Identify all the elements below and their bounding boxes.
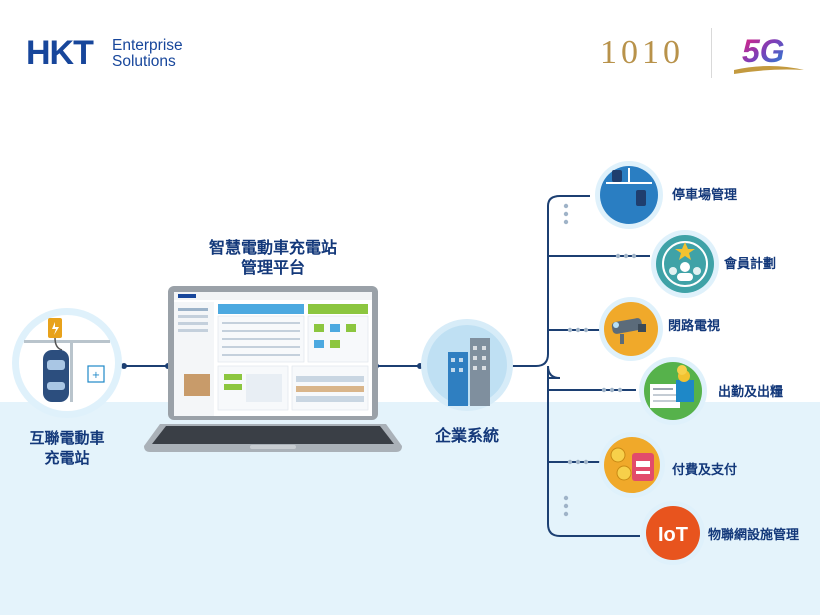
service-parking <box>594 160 664 230</box>
5g-logo-text: 5G <box>742 33 785 69</box>
enterprise-label: 企業系統 <box>434 426 499 445</box>
building-icon <box>448 352 468 406</box>
iot-icon: IoT <box>641 501 705 565</box>
enterprise-illustration <box>421 319 513 411</box>
service-label-payment: 付費及支付 <box>672 463 738 478</box>
platform-title-line1: 智慧電動車充電站 <box>208 238 337 257</box>
charging-station-illustration: + <box>12 308 122 418</box>
service-payroll <box>638 356 708 426</box>
service-iot: IoT <box>640 500 710 570</box>
membership-star-icon <box>651 230 719 298</box>
payment-coins-icon <box>599 432 665 498</box>
service-label-parking: 停車場管理 <box>672 188 738 203</box>
5g-logo: 5G <box>734 33 804 74</box>
svg-text:+: + <box>92 370 100 381</box>
hkt-subtitle-line1: Enterprise <box>112 37 183 54</box>
iot-badge-text: IoT <box>658 524 688 546</box>
logo-divider <box>711 28 712 78</box>
service-label-payroll: 出勤及出糧 <box>718 385 784 400</box>
5g-swoosh <box>734 66 804 74</box>
station-label-line2: 充電站 <box>44 449 90 467</box>
platform-title: 智慧電動車充電站 管理平台 <box>178 238 368 278</box>
service-label-membership: 會員計劃 <box>724 257 777 272</box>
platform-title-line2: 管理平台 <box>240 258 305 277</box>
ev-car-icon <box>43 350 69 402</box>
salary-payroll-icon <box>639 357 707 425</box>
parking-lot-icon <box>595 161 663 229</box>
service-label-iot: 物聯網設施管理 <box>708 528 800 543</box>
cctv-camera-icon <box>599 297 663 361</box>
station-label: 互聯電動車 充電站 <box>10 428 124 468</box>
service-label-cctv: 閉路電視 <box>668 319 721 334</box>
station-label-line1: 互聯電動車 <box>29 429 105 447</box>
service-membership <box>650 229 720 299</box>
service-cctv <box>598 296 668 366</box>
hkt-mark: HKT <box>26 34 94 72</box>
service-payment <box>598 431 668 501</box>
hkt-subtitle-line2: Solutions <box>112 53 176 70</box>
partner-logo-1010: 1010 <box>600 34 684 71</box>
laptop-illustration <box>144 286 402 452</box>
hkt-subtitle: Enterprise Solutions <box>112 38 183 70</box>
